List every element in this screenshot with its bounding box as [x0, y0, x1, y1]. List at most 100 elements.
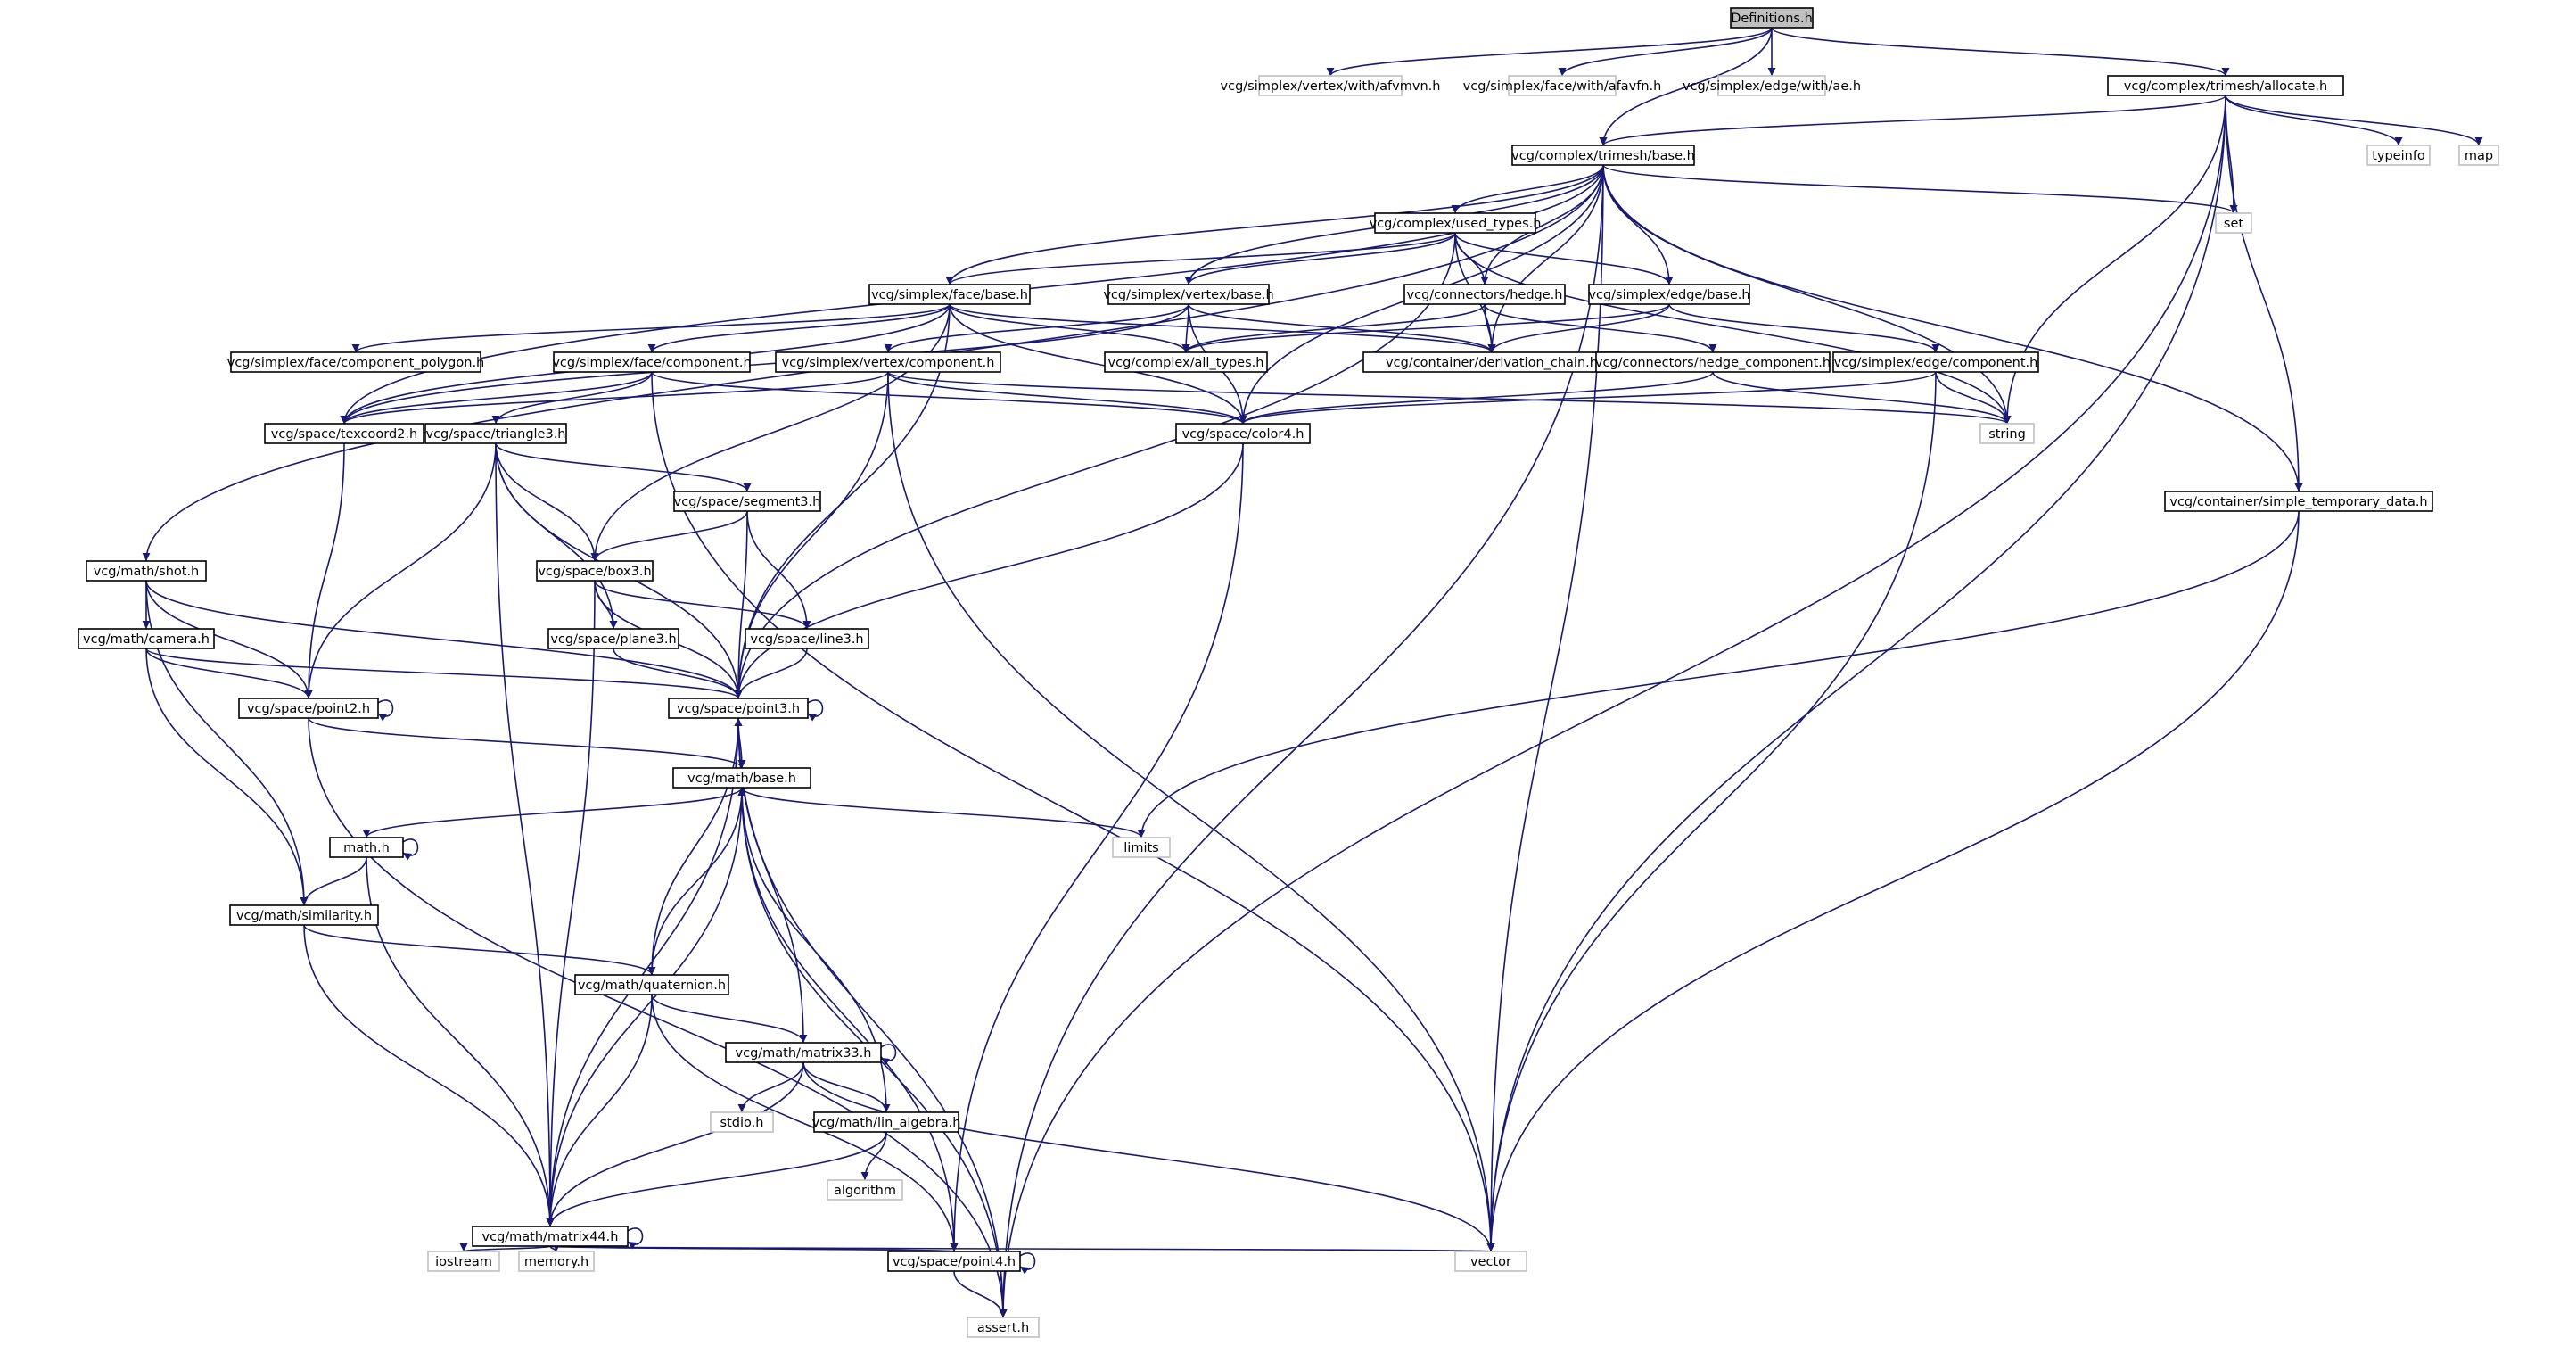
- edge-face_base-to-derivation_chain: [949, 303, 1496, 353]
- node-label-typeinfo: typeinfo: [2372, 149, 2425, 163]
- node-box-face_base: [868, 284, 1031, 305]
- node-similarity[interactable]: vcg/math/similarity.h: [229, 904, 379, 926]
- node-triangle3[interactable]: vcg/space/triangle3.h: [424, 423, 567, 444]
- edge-vertex_component-to-point3: [734, 371, 889, 699]
- node-box-point4: [887, 1251, 1021, 1272]
- node-math_h[interactable]: math.h: [329, 837, 404, 858]
- edge-math_base-to-limits: [741, 787, 1146, 838]
- edge-hedge_component-to-color4: [1239, 371, 1714, 425]
- node-box-set: [2215, 212, 2252, 234]
- node-label-math_h: math.h: [343, 841, 390, 855]
- edge-trimesh_allocate-to-simple_temp: [2225, 95, 2303, 492]
- edge-point4-to-assert: [953, 1270, 1008, 1318]
- node-typeinfo: typeinfo: [2366, 145, 2431, 166]
- node-camera[interactable]: vcg/math/camera.h: [78, 628, 215, 649]
- node-box3[interactable]: vcg/space/box3.h: [536, 560, 654, 582]
- edge-camera-to-point2: [145, 648, 313, 699]
- node-label-color4: vcg/space/color4.h: [1182, 427, 1304, 442]
- node-simple_temp[interactable]: vcg/container/simple_temporary_data.h: [2164, 491, 2433, 512]
- node-texcoord2[interactable]: vcg/space/texcoord2.h: [264, 423, 424, 444]
- edge-box3-to-line3: [594, 580, 811, 630]
- edge-line3-to-point3: [734, 648, 808, 699]
- edge-used_types-to-string: [1454, 232, 2012, 425]
- node-set: set: [2215, 212, 2252, 234]
- node-box-trimesh_allocate: [2107, 75, 2344, 96]
- node-face_component[interactable]: vcg/simplex/face/component.h: [552, 351, 752, 373]
- node-line3[interactable]: vcg/space/line3.h: [745, 628, 869, 649]
- node-edge_component[interactable]: vcg/simplex/edge/component.h: [1832, 351, 2039, 373]
- edge-point3-to-point3: [807, 699, 824, 722]
- edge-triangle3-to-segment3: [495, 442, 752, 492]
- node-lin_algebra[interactable]: vcg/math/lin_algebra.h: [812, 1111, 961, 1133]
- node-layer: Definitions.hvcg/simplex/vertex/with/afv…: [78, 7, 2499, 1338]
- node-label-memory: memory.h: [524, 1255, 588, 1269]
- node-box-vector: [1454, 1251, 1527, 1272]
- node-label-face_base: vcg/simplex/face/base.h: [871, 288, 1028, 302]
- node-point2[interactable]: vcg/space/point2.h: [238, 698, 379, 719]
- node-definitions[interactable]: Definitions.h: [1730, 7, 1814, 29]
- node-derivation_chain[interactable]: vcg/container/derivation_chain.h: [1362, 351, 1621, 373]
- node-label-definitions: Definitions.h: [1731, 12, 1813, 26]
- node-hedge[interactable]: vcg/connectors/hedge.h: [1403, 284, 1566, 305]
- node-label-derivation_chain: vcg/container/derivation_chain.h: [1386, 356, 1598, 370]
- node-box-camera: [78, 628, 215, 649]
- node-point4[interactable]: vcg/space/point4.h: [887, 1251, 1021, 1272]
- node-face_comp_poly[interactable]: vcg/simplex/face/component_polygon.h: [227, 351, 485, 373]
- node-label-limits: limits: [1123, 841, 1158, 855]
- edge-layer: [142, 27, 2483, 1318]
- node-face_base[interactable]: vcg/simplex/face/base.h: [868, 284, 1031, 305]
- node-matrix33[interactable]: vcg/math/matrix33.h: [725, 1042, 882, 1063]
- node-quaternion[interactable]: vcg/math/quaternion.h: [574, 974, 729, 995]
- node-box-color4: [1175, 423, 1311, 444]
- node-box-plane3: [547, 628, 679, 649]
- node-label-math_base: vcg/math/base.h: [687, 772, 796, 786]
- node-color4[interactable]: vcg/space/color4.h: [1175, 423, 1311, 444]
- node-label-camera: vcg/math/camera.h: [83, 632, 210, 647]
- edge-edge_component-to-color4: [1239, 371, 1937, 425]
- node-matrix44[interactable]: vcg/math/matrix44.h: [472, 1226, 629, 1247]
- edge-matrix44-to-matrix44: [627, 1227, 644, 1250]
- node-trimesh_allocate[interactable]: vcg/complex/trimesh/allocate.h: [2107, 75, 2344, 96]
- edge-face_base-to-box3: [590, 303, 951, 562]
- edge-camera-to-similarity: [145, 648, 309, 906]
- edge-quaternion-to-matrix33: [651, 994, 808, 1044]
- edge-math_base-to-math_h: [362, 787, 743, 838]
- node-label-stdio: stdio.h: [720, 1116, 764, 1130]
- edge-vertex_component-to-string: [887, 371, 2012, 425]
- node-vertex_base[interactable]: vcg/simplex/vertex/base.h: [1103, 284, 1274, 305]
- node-math_base[interactable]: vcg/math/base.h: [672, 767, 811, 789]
- node-label-similarity: vcg/math/similarity.h: [236, 909, 372, 923]
- edge-matrix33-to-matrix44: [546, 1061, 804, 1227]
- node-box-point3: [668, 698, 809, 719]
- edge-triangle3-to-box3: [495, 442, 599, 562]
- node-used_types[interactable]: vcg/complex/used_types.h: [1370, 212, 1542, 234]
- node-hedge_component[interactable]: vcg/connectors/hedge_component.h: [1595, 351, 1831, 373]
- node-plane3[interactable]: vcg/space/plane3.h: [547, 628, 679, 649]
- edge-matrix44-to-vector: [549, 1243, 1493, 1252]
- node-box-vertex_component: [775, 351, 1001, 373]
- edge-trimesh_allocate-to-vector: [1486, 95, 2226, 1252]
- node-trimesh_base[interactable]: vcg/complex/trimesh/base.h: [1511, 145, 1695, 166]
- node-edge_base[interactable]: vcg/simplex/edge/base.h: [1588, 284, 1750, 305]
- node-vertex_component[interactable]: vcg/simplex/vertex/component.h: [775, 351, 1001, 373]
- edge-face_base-to-all_types: [949, 303, 1190, 353]
- edge-face_base-to-face_component: [647, 303, 951, 353]
- edge-quaternion-to-math_base: [651, 787, 746, 976]
- node-label-hedge_component: vcg/connectors/hedge_component.h: [1595, 356, 1831, 370]
- node-box-math_h: [329, 837, 404, 858]
- edge-similarity-to-matrix44: [303, 924, 555, 1227]
- node-box-matrix33: [725, 1042, 882, 1063]
- node-label-map: map: [2465, 149, 2493, 163]
- node-label-edge_component: vcg/simplex/edge/component.h: [1834, 356, 2038, 370]
- node-shot[interactable]: vcg/math/shot.h: [86, 560, 207, 582]
- edge-trimesh_base-to-simple_temp: [1602, 164, 2303, 492]
- node-box-all_types: [1104, 351, 1268, 373]
- edge-matrix33-to-point3: [734, 717, 804, 1044]
- node-all_types[interactable]: vcg/complex/all_types.h: [1104, 351, 1268, 373]
- node-segment3[interactable]: vcg/space/segment3.h: [673, 491, 821, 512]
- node-point3[interactable]: vcg/space/point3.h: [668, 698, 809, 719]
- node-label-point2: vcg/space/point2.h: [247, 702, 370, 716]
- node-label-used_types: vcg/complex/used_types.h: [1370, 217, 1542, 231]
- edge-lin_algebra-to-matrix44: [546, 1131, 887, 1227]
